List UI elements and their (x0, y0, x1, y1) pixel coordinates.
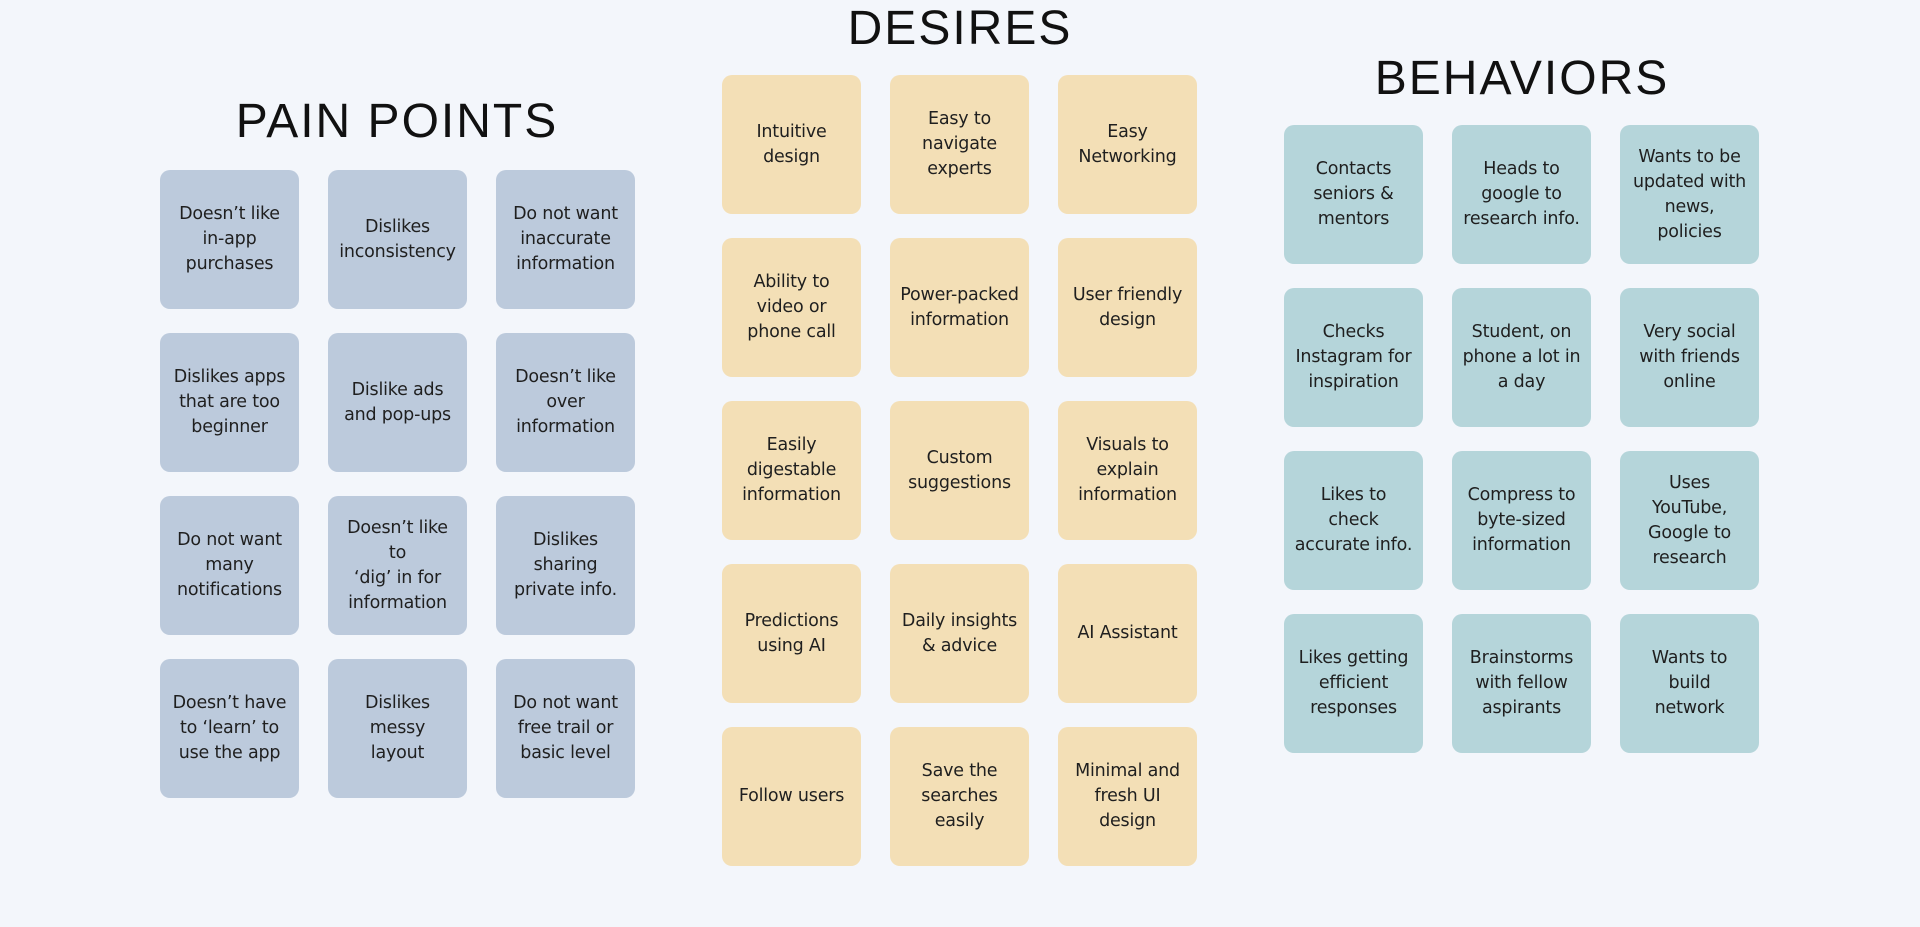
behavior-card: Wants to build network (1620, 614, 1759, 753)
pain-point-card: Do not want inaccurate information (496, 170, 635, 309)
pain-point-card: Doesn’t like over information (496, 333, 635, 472)
desire-card: Easy Networking (1058, 75, 1197, 214)
pain-points-title: PAIN POINTS (235, 95, 559, 148)
desire-card: Custom suggestions (890, 401, 1029, 540)
pain-point-card: Do not want free trail or basic level (496, 659, 635, 798)
pain-point-card: Doesn’t like in-app purchases (160, 170, 299, 309)
behaviors-title: BEHAVIORS (1374, 52, 1670, 105)
behavior-card: Very social with friends online (1620, 288, 1759, 427)
behavior-card: Checks Instagram for inspiration (1284, 288, 1423, 427)
pain-point-card: Dislikes messy layout (328, 659, 467, 798)
desire-card: Follow users (722, 727, 861, 866)
desire-card: Save the searches easily (890, 727, 1029, 866)
pain-point-card: Dislikes apps that are too beginner (160, 333, 299, 472)
desire-card: Visuals to explain information (1058, 401, 1197, 540)
behavior-card: Brainstorms with fellow aspirants (1452, 614, 1591, 753)
behavior-card: Wants to be updated with news, policies (1620, 125, 1759, 264)
behavior-card: Likes getting efficient responses (1284, 614, 1423, 753)
desire-card: Easy to navigate experts (890, 75, 1029, 214)
desire-card: User friendly design (1058, 238, 1197, 377)
desires-title: DESIRES (847, 2, 1073, 55)
behavior-card: Heads to google to research info. (1452, 125, 1591, 264)
desire-card: AI Assistant (1058, 564, 1197, 703)
pain-point-card: Do not want many notifications (160, 496, 299, 635)
pain-point-card: Dislikes inconsistency (328, 170, 467, 309)
behavior-card: Contacts seniors & mentors (1284, 125, 1423, 264)
desire-card: Ability to video or phone call (722, 238, 861, 377)
pain-point-card: Doesn’t like to ‘dig’ in for information (328, 496, 467, 635)
pain-point-card: Dislike ads and pop-ups (328, 333, 467, 472)
behavior-card: Compress to byte-sized information (1452, 451, 1591, 590)
pain-point-card: Dislikes sharing private info. (496, 496, 635, 635)
pain-point-card: Doesn’t have to ‘learn’ to use the app (160, 659, 299, 798)
desire-card: Power-packed information (890, 238, 1029, 377)
desire-card: Easily digestable information (722, 401, 861, 540)
behavior-card: Student, on phone a lot in a day (1452, 288, 1591, 427)
desire-card: Minimal and fresh UI design (1058, 727, 1197, 866)
behavior-card: Uses YouTube, Google to research (1620, 451, 1759, 590)
behavior-card: Likes to check accurate info. (1284, 451, 1423, 590)
desire-card: Daily insights & advice (890, 564, 1029, 703)
desire-card: Predictions using AI (722, 564, 861, 703)
desire-card: Intuitive design (722, 75, 861, 214)
